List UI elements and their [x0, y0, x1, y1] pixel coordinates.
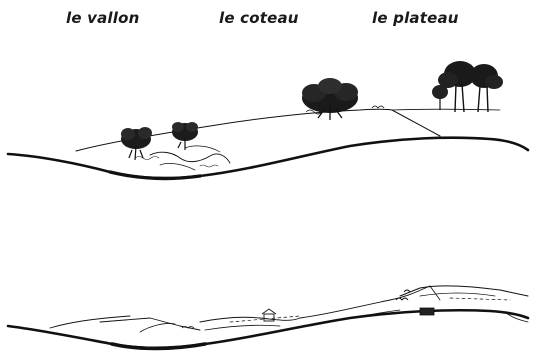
- lower-valley-bottom: [112, 344, 205, 349]
- lower-landscape-sketch: [8, 286, 528, 349]
- tree-icon: [470, 64, 503, 112]
- upper-terrain-profile: [8, 138, 528, 178]
- upper-landscape-sketch: [8, 109, 528, 178]
- lower-terrain-profile: [8, 310, 528, 347]
- upper-valley-bottom: [110, 172, 200, 179]
- shrub-icon: [372, 106, 384, 108]
- upper-stream: [150, 152, 230, 163]
- tree-icon: [121, 127, 152, 160]
- building-icon: [420, 308, 434, 315]
- tree-icon: [432, 85, 448, 110]
